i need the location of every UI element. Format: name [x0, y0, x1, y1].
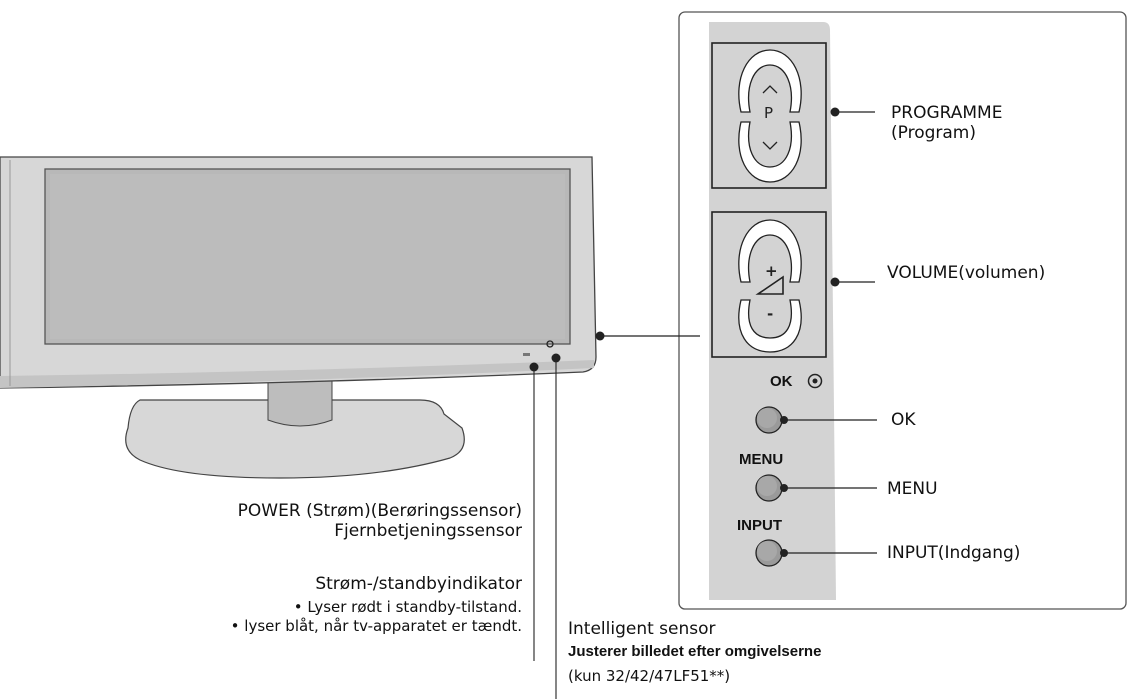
volume-wedge-icon — [755, 275, 784, 295]
programme-callout: PROGRAMME (Program) — [891, 103, 1002, 143]
volume-up-arc[interactable] — [738, 219, 802, 283]
menu-caption: MENU — [739, 451, 784, 468]
remote-sensor-mark — [523, 353, 530, 356]
intelligent-sensor-model-note: (kun 32/42/47LF51**) — [568, 667, 731, 685]
tv-stand-base — [125, 399, 465, 479]
programme-button-box — [711, 42, 827, 189]
volume-minus-symbol: - — [767, 305, 774, 323]
programme-down-arc[interactable] — [738, 121, 802, 183]
intelligent-sensor-dot — [551, 353, 561, 363]
power-callout: POWER (Strøm)(Berøringssensor) Fjernbetj… — [160, 501, 522, 541]
input-button-face — [757, 541, 777, 561]
input-callout: INPUT(Indgang) — [887, 543, 1021, 563]
intelligent-sensor-title: Intelligent sensor — [568, 619, 716, 639]
ok-caption: OK — [770, 373, 793, 390]
programme-callout-line1: PROGRAMME — [891, 103, 1003, 123]
power-callout-line2: Fjernbetjeningssensor — [334, 521, 522, 541]
intelligent-sensor-line: Justerer billedet efter omgivelserne — [568, 643, 822, 660]
indicator-line2: • lyser blåt, når tv-apparatet er tændt. — [230, 617, 522, 635]
power-button-dot[interactable] — [529, 362, 539, 372]
ok-callout: OK — [891, 410, 916, 430]
tv-screen-inner — [50, 174, 565, 339]
programme-up-arc[interactable] — [738, 49, 802, 113]
indicator-line1: • Lyser rødt i standby-tilstand. — [293, 598, 522, 616]
volume-leader-dot — [830, 277, 840, 287]
indicator-callout: Strøm-/standbyindikator • Lyser rødt i s… — [150, 574, 522, 636]
menu-button-face — [757, 476, 777, 496]
menu-leader-dot — [780, 484, 788, 492]
ok-target-dot — [812, 378, 818, 384]
power-callout-line1: POWER (Strøm)(Berøringssensor) — [237, 501, 522, 521]
chevron-up-icon — [762, 85, 778, 94]
ok-leader-dot — [780, 416, 788, 424]
indicator-title: Strøm-/standbyindikator — [315, 574, 522, 594]
input-caption: INPUT — [737, 517, 782, 534]
ok-button-face — [757, 408, 777, 428]
volume-callout: VOLUME(volumen) — [887, 263, 1046, 283]
panel-link-dot — [595, 331, 605, 341]
volume-button-box — [711, 211, 827, 358]
ok-target-icon — [807, 373, 823, 389]
programme-p-symbol: P — [764, 104, 774, 122]
programme-leader-dot — [830, 107, 840, 117]
tv-bottom-rim — [0, 360, 594, 388]
intelligent-sensor-callout: Intelligent sensor Justerer billedet eft… — [568, 619, 821, 686]
programme-callout-line2: (Program) — [891, 123, 976, 143]
input-leader-dot — [780, 549, 788, 557]
power-indicator-ring — [546, 340, 554, 348]
volume-down-arc[interactable] — [738, 299, 802, 353]
chevron-down-icon — [762, 141, 778, 150]
volume-plus-symbol: + — [765, 262, 778, 280]
menu-callout: MENU — [887, 479, 938, 499]
